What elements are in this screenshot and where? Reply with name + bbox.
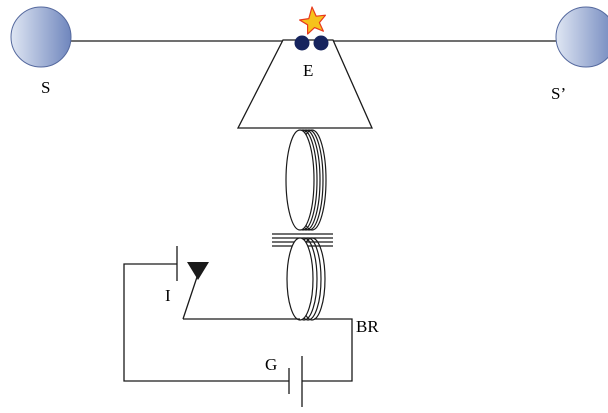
sphere-right-label: S’ [551, 84, 566, 103]
coil-housing [236, 39, 373, 129]
circuit-wires [123, 263, 353, 382]
battery [288, 356, 303, 407]
interrupter [176, 246, 209, 320]
secondary-coil [285, 129, 327, 231]
battery-label: G [265, 355, 277, 374]
interrupter-label: I [165, 286, 171, 305]
sphere-right [555, 6, 608, 68]
electrodes-label: E [303, 61, 313, 80]
sphere-left [10, 6, 72, 68]
sphere-left-label: S [41, 78, 50, 97]
spark-star-icon [299, 6, 326, 35]
electrode-left [294, 35, 310, 51]
electrode-right [313, 35, 329, 51]
coil-label: BR [356, 317, 379, 336]
primary-coil [286, 237, 326, 321]
